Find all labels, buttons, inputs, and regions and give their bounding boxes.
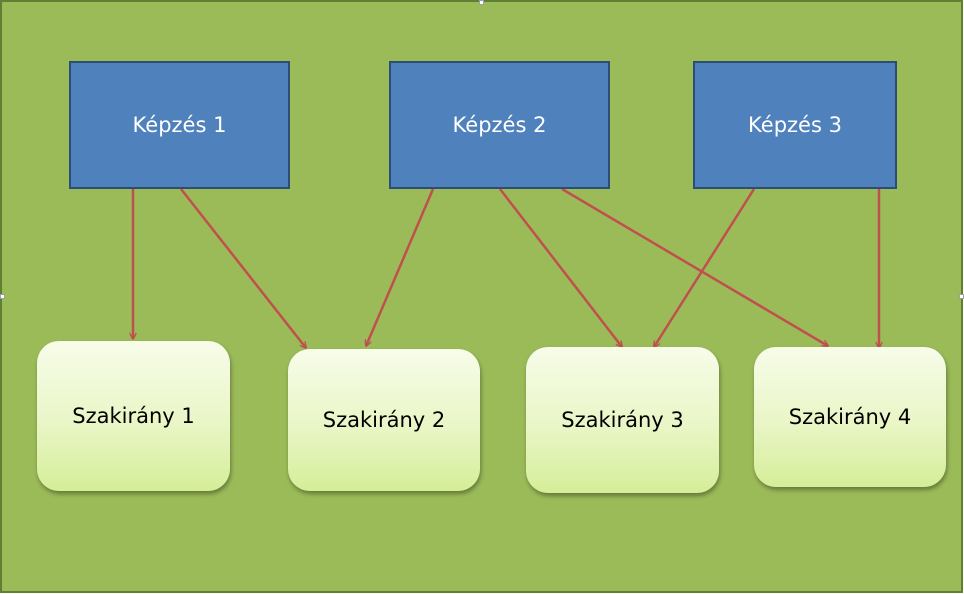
arrow-kepzes-2-to-szakirany-2 bbox=[366, 188, 435, 346]
kepzes-1-box: Képzés 1 bbox=[69, 61, 290, 189]
szakirany-3-label: Szakirány 3 bbox=[561, 408, 684, 432]
arrow-kepzes-2-to-szakirany-3 bbox=[499, 188, 622, 347]
arrow-kepzes-3-to-szakirany-3 bbox=[654, 188, 756, 347]
arrow-kepzes-1-to-szakirany-2 bbox=[180, 188, 306, 348]
szakirany-1-label: Szakirány 1 bbox=[72, 404, 195, 428]
szakirany-4-box: Szakirány 4 bbox=[754, 347, 946, 487]
selection-handle-right[interactable] bbox=[959, 294, 964, 299]
selection-handle-top[interactable] bbox=[479, 0, 484, 5]
szakirany-1-box: Szakirány 1 bbox=[37, 341, 230, 491]
szakirany-4-label: Szakirány 4 bbox=[788, 405, 912, 429]
kepzes-2-label: Képzés 2 bbox=[452, 113, 547, 137]
kepzes-2-box: Képzés 2 bbox=[389, 61, 610, 189]
kepzes-3-box: Képzés 3 bbox=[693, 61, 897, 189]
selection-handle-left[interactable] bbox=[0, 294, 5, 299]
szakirany-3-box: Szakirány 3 bbox=[526, 347, 719, 493]
kepzes-3-label: Képzés 3 bbox=[748, 113, 842, 137]
szakirany-2-box: Szakirány 2 bbox=[288, 349, 480, 491]
kepzes-1-label: Képzés 1 bbox=[132, 113, 227, 137]
szakirany-2-label: Szakirány 2 bbox=[322, 408, 446, 432]
arrow-kepzes-2-to-szakirany-4 bbox=[561, 187, 828, 346]
